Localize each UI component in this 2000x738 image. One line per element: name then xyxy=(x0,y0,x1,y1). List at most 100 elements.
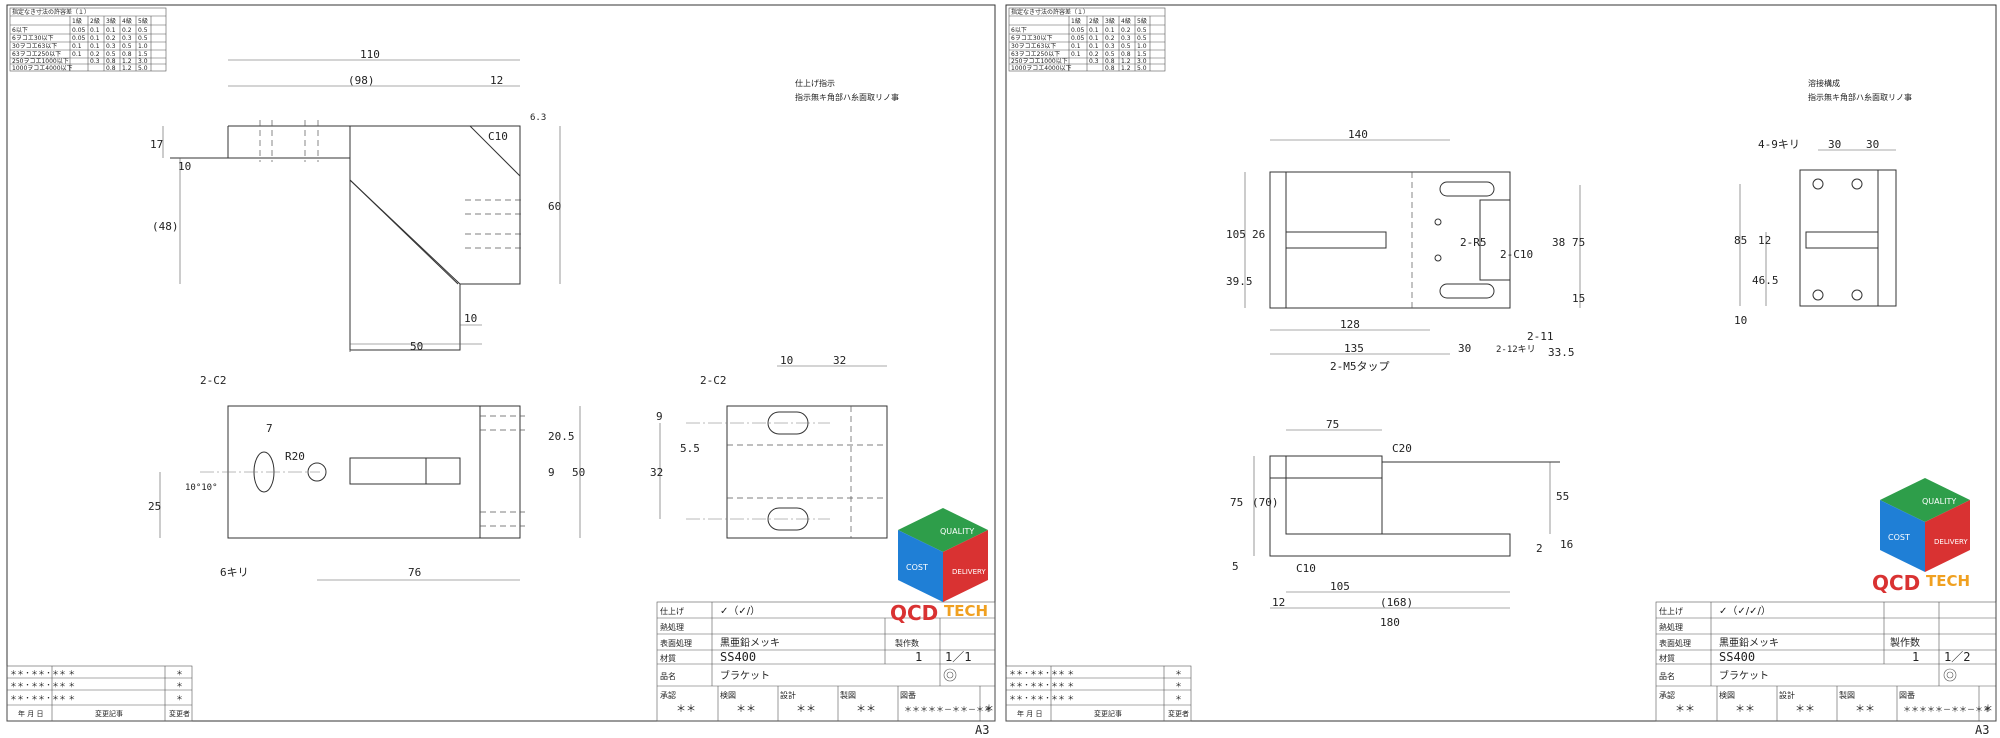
tolerance-table: 指定なき寸法の許容差（１） 1級 2級 3級 4級 5級 6以下 6ヲコエ30以… xyxy=(1008,7,1166,72)
sign-value: ＊＊ xyxy=(1855,704,1875,715)
note-line: 指示無キ角部ハ糸面取リノ事 xyxy=(795,92,899,102)
sheet-size-label: A3 xyxy=(1975,723,1989,737)
sign-label: 検図 xyxy=(1719,690,1735,700)
tol-cell: 0.3 xyxy=(1089,58,1099,65)
logo-word: TECH xyxy=(1926,572,1970,590)
tol-cell: 0.3 xyxy=(122,35,132,42)
sign-value: ＊ xyxy=(984,704,994,715)
tol-cell: 0.8 xyxy=(106,58,116,65)
revision-block: ＊＊・＊＊・＊＊ ＊ ＊＊・＊＊・＊＊ ＊ ＊＊・＊＊・＊＊ ＊ ＊ ＊ ＊ 年… xyxy=(1005,665,1192,722)
logo-face-right xyxy=(943,530,988,602)
sheet-size-label: A3 xyxy=(975,723,989,737)
tol-cell: 1000ヲコエ4000以下 xyxy=(12,65,73,72)
tol-cell: 0.5 xyxy=(1105,51,1115,58)
logo-word: TECH xyxy=(944,602,988,620)
logo-word: COST xyxy=(906,563,928,572)
dim-label: 2-C2 xyxy=(200,374,227,387)
tol-cell: 0.5 xyxy=(122,43,132,50)
dim-label: 4-9キリ xyxy=(1758,138,1800,151)
tol-cell: 0.5 xyxy=(1137,35,1147,42)
dim-label: 2-11 xyxy=(1527,330,1554,343)
dim-label: 6.3 xyxy=(530,113,546,123)
material-value: SS400 xyxy=(720,650,756,664)
tol-cell: 0.8 xyxy=(122,51,132,58)
dim-label: 75 xyxy=(1326,418,1339,431)
surface-label: 表面処理 xyxy=(1659,638,1691,648)
tol-cell: 0.8 xyxy=(1121,51,1131,58)
dim-label: 2-C2 xyxy=(700,374,727,387)
dim-label: 5.5 xyxy=(680,442,700,455)
revision-head: 年 月 日 xyxy=(18,709,43,718)
tol-head: 2級 xyxy=(90,17,100,25)
sign-label: 検図 xyxy=(720,690,736,700)
part-name-value: ブラケット xyxy=(1719,669,1769,682)
tol-head: 3級 xyxy=(1105,17,1115,25)
sign-value: ＊ xyxy=(1983,704,1993,715)
revision-row: ＊＊・＊＊・＊＊ ＊ xyxy=(10,669,75,677)
tol-cell: 0.2 xyxy=(106,35,116,42)
tol-cell: 0.2 xyxy=(1105,35,1115,42)
material-value: SS400 xyxy=(1719,650,1755,664)
heat-label: 熱処理 xyxy=(660,622,684,632)
tol-cell: 0.1 xyxy=(72,43,82,50)
tol-cell: 0.1 xyxy=(106,27,116,34)
sign-label: 図番 xyxy=(1899,690,1915,700)
dim-label: 10 xyxy=(1734,314,1747,327)
tol-cell: 0.05 xyxy=(72,27,86,34)
note-line: 仕上げ指示 xyxy=(795,78,835,88)
tol-cell: 0.5 xyxy=(1121,43,1131,50)
revision-head: 変更者 xyxy=(169,709,190,718)
tol-cell: 0.3 xyxy=(90,58,100,65)
dim-label: 10 xyxy=(178,160,191,173)
tol-head: 5級 xyxy=(1137,17,1147,25)
tol-cell: 1.0 xyxy=(138,43,148,50)
dim-label: 135 xyxy=(1344,342,1364,355)
dim-label: (98) xyxy=(348,74,375,87)
note-line: 指示無キ角部ハ糸面取リノ事 xyxy=(1808,92,1912,102)
dim-label: 2 xyxy=(1536,542,1543,555)
note-line: 溶接構成 xyxy=(1808,78,1840,88)
dim-label: (168) xyxy=(1380,596,1413,609)
revision-mark: ＊ xyxy=(176,669,183,677)
tol-head: 3級 xyxy=(106,17,116,25)
bottom-view: 75 C20 (70) 75 55 5 C10 105 (168) 180 12… xyxy=(1230,418,1573,629)
tol-cell: 0.05 xyxy=(1071,27,1085,34)
tol-cell: 0.1 xyxy=(1105,27,1115,34)
dim-label: 9 xyxy=(548,466,555,479)
surface-value: 黒亜鉛メッキ xyxy=(1719,636,1779,649)
tol-cell: 6ヲコエ30以下 xyxy=(1011,35,1052,42)
tol-head: 1級 xyxy=(72,17,82,25)
revision-mark: ＊ xyxy=(1175,669,1182,677)
dim-label: 2-R5 xyxy=(1460,236,1487,249)
sign-label: 承認 xyxy=(660,690,676,700)
dim-label: 26 xyxy=(1252,228,1265,241)
qcd-tech-logo: QUALITY COST DELIVERY QCD TECH xyxy=(1872,478,1970,595)
dim-label: 17 xyxy=(150,138,163,151)
dim-label: 50 xyxy=(572,466,585,479)
top-view: 2-C2 7 R20 10°10° 25 20.5 9 50 6キリ 76 xyxy=(148,374,585,581)
dim-label: 16 xyxy=(1560,538,1573,551)
quantity-label: 製作数 xyxy=(1890,636,1920,649)
revision-row: ＊＊・＊＊・＊＊ ＊ xyxy=(1009,694,1074,702)
sheet-1: A3 指定なき寸法の許容差（１） 1級 2級 3級 4級 5級 6以下 6ヲコエ… xyxy=(6,4,996,737)
logo-word: DELIVERY xyxy=(1934,538,1968,546)
tol-cell: 0.1 xyxy=(1089,35,1099,42)
dim-label: 33.5 xyxy=(1548,346,1575,359)
dim-label: 128 xyxy=(1340,318,1360,331)
revision-mark: ＊ xyxy=(1175,694,1182,702)
surface-value: 黒亜鉛メッキ xyxy=(720,636,780,649)
dim-label: 15 xyxy=(1572,292,1585,305)
tol-cell: 0.1 xyxy=(1071,43,1081,50)
dim-label: 7 xyxy=(266,422,273,435)
revision-row: ＊＊・＊＊・＊＊ ＊ xyxy=(10,681,75,689)
tol-cell: 6以下 xyxy=(1011,27,1027,34)
sign-label: 設計 xyxy=(780,690,796,700)
logo-word: QUALITY xyxy=(1922,497,1956,506)
title-block: 仕上げ ✓（✓/✓/） 熱処理 表面処理 黒亜鉛メッキ 材質 SS400 品名 … xyxy=(1655,601,1997,722)
tol-cell: 0.05 xyxy=(72,35,86,42)
quantity-value: 1 xyxy=(1912,650,1919,664)
dim-label: 46.5 xyxy=(1752,274,1779,287)
dim-label: 2-12キリ xyxy=(1496,345,1536,355)
tolerance-title: 指定なき寸法の許容差（１） xyxy=(12,8,90,16)
revision-row: ＊＊・＊＊・＊＊ ＊ xyxy=(10,694,75,702)
